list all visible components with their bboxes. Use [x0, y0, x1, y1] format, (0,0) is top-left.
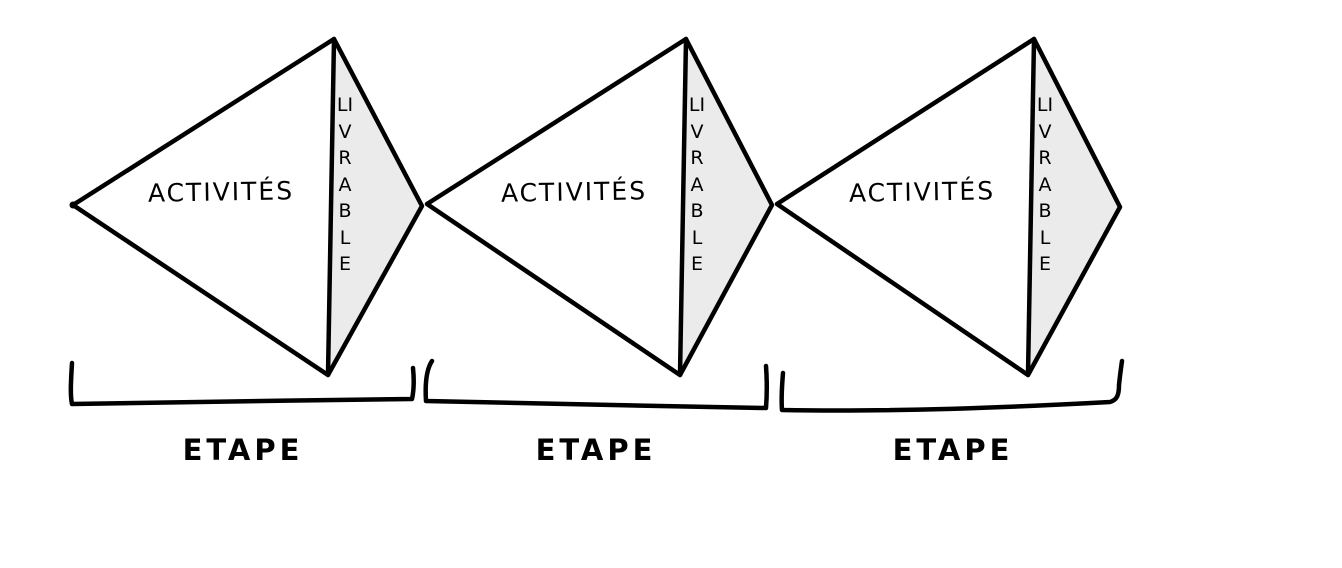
step-1	[68, 36, 425, 407]
step-bracket-1	[68, 360, 416, 407]
kite-divider-1	[325, 36, 337, 378]
activity-label-1: ACTIVITÉS	[147, 176, 295, 208]
deliverable-area-2	[680, 40, 770, 373]
kite-divider-2	[677, 36, 689, 378]
kite-outline-2	[424, 36, 775, 378]
step-bracket-3	[779, 358, 1125, 413]
deliverable-label-2: LIVRABLE	[688, 94, 706, 275]
kite-divider-3	[1025, 36, 1037, 378]
step-label-3: ETAPE	[892, 433, 1014, 467]
step-bracket-2	[423, 358, 769, 411]
kite-outline-3	[774, 36, 1123, 378]
vertex-dot	[69, 201, 77, 209]
kite-outline-1	[70, 36, 425, 378]
deliverable-area-3	[1028, 40, 1118, 373]
step-3	[774, 36, 1125, 413]
activity-label-3: ACTIVITÉS	[848, 176, 996, 208]
deliverable-label-1: LIVRABLE	[336, 94, 354, 275]
activity-label-2: ACTIVITÉS	[500, 176, 648, 208]
step-2	[423, 36, 775, 411]
step-label-2: ETAPE	[535, 433, 657, 467]
step-label-1: ETAPE	[182, 433, 304, 467]
deliverable-area-1	[328, 40, 420, 373]
deliverable-label-3: LIVRABLE	[1036, 94, 1054, 275]
